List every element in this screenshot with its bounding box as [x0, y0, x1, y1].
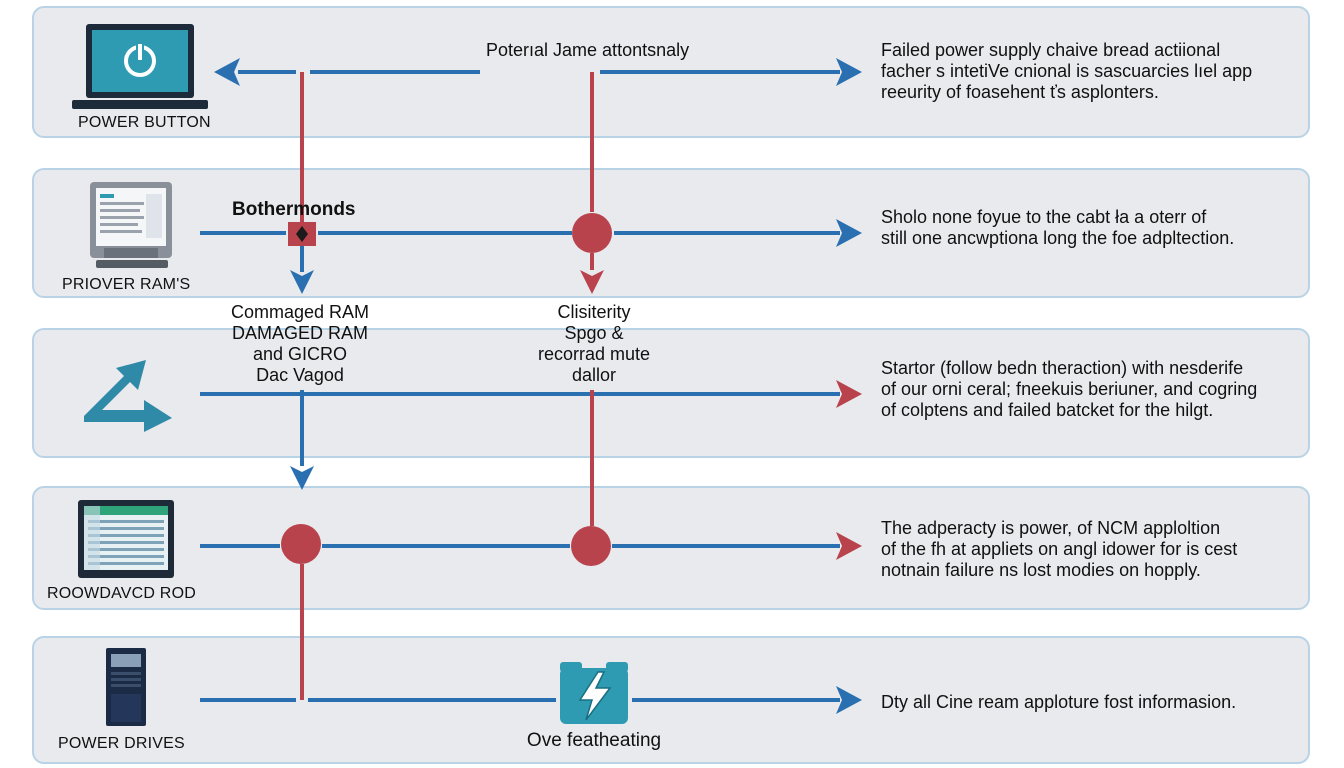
monitor-document-icon — [90, 182, 172, 268]
description-row-3: Startor (follow bedn theraction) with ne… — [881, 358, 1306, 421]
damaged-line-1: Commaged RAM — [230, 302, 370, 322]
bothermonds-label: Bothermonds — [232, 199, 356, 220]
description-row-2: Sholo none foyue to the cabt ła a oterr … — [881, 207, 1306, 249]
marker-diamond-icon — [296, 226, 308, 242]
description-line: Startor (follow bedn theraction) with ne… — [881, 358, 1244, 378]
damaged-ram-label: Commaged RAM DAMAGED RAM and GICRO Dac V… — [218, 302, 382, 386]
clisiterity-label: Clisiterity Spgo & recorrad mute dallor — [512, 302, 676, 386]
overheating-label: Ove featheating — [526, 730, 662, 751]
tower-pc-icon — [106, 648, 146, 726]
description-line: of our orni ceral; fneekuis beriuner, an… — [881, 379, 1258, 399]
row4-node-left — [281, 524, 321, 564]
row2-arrowhead — [836, 219, 862, 247]
row4-node-mid — [571, 526, 611, 566]
bent-arrow-icon — [84, 360, 172, 432]
down-arrowhead-red — [580, 270, 604, 294]
description-line: Dty all Cine ream apploture fost informa… — [881, 692, 1237, 712]
device-label-power-drives: POWER DRIVES — [58, 735, 185, 752]
down-arrowhead-blue-1 — [290, 270, 314, 294]
description-line: The adperacty is power, of NCM apploltio… — [881, 518, 1221, 538]
screen-table-icon — [78, 500, 174, 578]
damaged-line-3: and GICRO — [252, 344, 348, 364]
row3-arrowhead — [836, 380, 862, 408]
description-row-1: Failed power supply chaive bread actiion… — [881, 40, 1306, 103]
description-line: Sholo none foyue to the cabt ła a oterr … — [881, 207, 1207, 227]
device-label-power-button: POWER BUTTON — [78, 114, 211, 131]
row2-node-mid — [572, 213, 612, 253]
top-flow-label: Poterıal Jame attontsnaly — [486, 40, 690, 60]
description-line: facher s intetiVe cnional is sascuarcies… — [881, 61, 1253, 81]
description-line: still one ancwptiona long the foe adplte… — [881, 228, 1235, 248]
lightning-bolt-icon — [560, 662, 628, 724]
device-label-rod: ROOWDAVCD ROD — [47, 585, 196, 602]
description-line: reeurity of foasehent ťs asplonters. — [881, 82, 1159, 102]
row4-arrowhead — [836, 532, 862, 560]
clisiterity-line-1: Clisiterity — [557, 302, 631, 322]
description-line: of the fh at appliets on angl idower for… — [881, 539, 1238, 559]
description-row-5: Dty all Cine ream apploture fost informa… — [881, 692, 1306, 713]
description-row-4: The adperacty is power, of NCM apploltio… — [881, 518, 1306, 581]
description-line: Failed power supply chaive bread actiion… — [881, 40, 1221, 60]
description-line: notnain failure ns lost modies on hopply… — [881, 560, 1201, 580]
left-arrowhead — [214, 58, 240, 86]
row1-arrowhead — [836, 58, 862, 86]
row5-arrowhead — [836, 686, 862, 714]
laptop-power-icon — [72, 24, 208, 109]
description-line: of colptens and failed batcket for the h… — [881, 400, 1214, 420]
damaged-line-4: Dac Vagod — [256, 365, 344, 385]
damaged-line-2: DAMAGED RAM — [231, 323, 368, 343]
clisiterity-line-3: recorrad mute — [537, 344, 651, 364]
clisiterity-line-4: dallor — [571, 365, 617, 385]
device-label-ram: PRIOVER RAM'S — [62, 276, 191, 293]
clisiterity-line-2: Spgo & — [564, 323, 624, 343]
down-arrowhead-blue-2 — [290, 466, 314, 490]
